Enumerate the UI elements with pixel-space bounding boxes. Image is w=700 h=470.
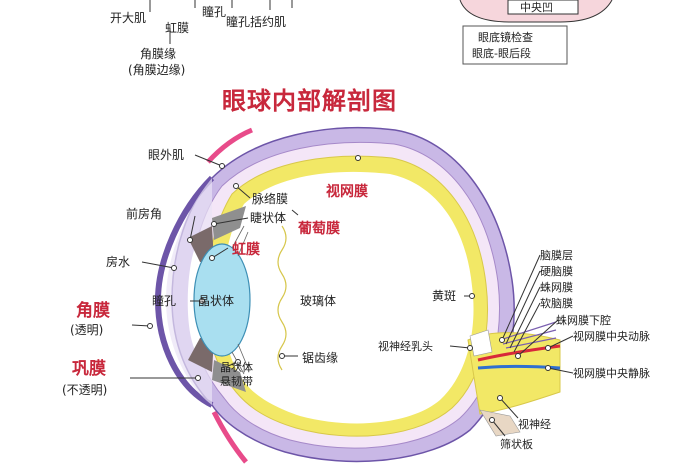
fundus-box: 中央凹 眼底镜检查 眼底-眼后段 bbox=[459, 0, 613, 65]
label-central-retinal-vein: 视网膜中央静脉 bbox=[573, 366, 650, 380]
diagram-title: 眼球内部解剖图 bbox=[222, 87, 397, 115]
label-macula: 黄斑 bbox=[432, 289, 456, 303]
label-ophthalmoscopy: 眼底镜检查 bbox=[478, 30, 533, 44]
label-iris: 虹膜 bbox=[232, 241, 260, 258]
label-sclera: 巩膜 bbox=[72, 358, 106, 379]
label-sphincter-muscle: 瞳孔括约肌 bbox=[226, 14, 286, 29]
label-retina: 视网膜 bbox=[326, 183, 368, 200]
label-subarachnoid-space: 蛛网膜下腔 bbox=[556, 313, 611, 327]
label-sclera-note: (不透明) bbox=[62, 383, 107, 397]
top-iris-fragment: 开大肌 虹膜 瞳孔 瞳孔括约肌 角膜缘 (角膜边缘) bbox=[110, 0, 293, 77]
label-cornea: 角膜 bbox=[76, 300, 110, 321]
label-zonule-1: 晶状体 bbox=[220, 360, 253, 374]
label-arachnoid: 蛛网膜 bbox=[540, 280, 573, 294]
label-cornea-note: (透明) bbox=[70, 323, 103, 337]
label-optic-nerve: 视神经 bbox=[518, 417, 551, 431]
label-aqueous-humor: 房水 bbox=[106, 254, 130, 269]
label-fundus-posterior: 眼底-眼后段 bbox=[472, 46, 531, 60]
label-dura-mater: 硬脑膜 bbox=[540, 265, 573, 278]
label-lamina-cribrosa: 筛状板 bbox=[500, 437, 533, 451]
label-central-retinal-artery: 视网膜中央动脉 bbox=[573, 329, 650, 343]
label-limbus-note: (角膜边缘) bbox=[128, 63, 185, 77]
label-meningeal-layer: 脑膜层 bbox=[540, 249, 573, 262]
label-extraocular-muscle: 眼外肌 bbox=[148, 148, 184, 162]
label-vitreous: 玻璃体 bbox=[300, 294, 336, 308]
label-uvea: 葡萄膜 bbox=[297, 220, 340, 237]
leaders bbox=[130, 154, 574, 437]
label-zonule-2: 悬韧带 bbox=[220, 375, 253, 388]
label-ora-serrata: 锯齿缘 bbox=[302, 350, 338, 365]
label-choroid: 脉络膜 bbox=[252, 191, 288, 206]
label-anterior-chamber-angle: 前房角 bbox=[126, 206, 162, 221]
label-pia-mater: 软脑膜 bbox=[540, 296, 573, 310]
eyeball bbox=[154, 127, 561, 464]
label-optic-disc: 视神经乳头 bbox=[378, 339, 433, 353]
label-pupil: 瞳孔 bbox=[152, 293, 176, 308]
label-lens: 晶状体 bbox=[198, 294, 234, 308]
label-fovea: 中央凹 bbox=[520, 1, 553, 14]
lens-shape bbox=[193, 243, 251, 357]
label-limbus: 角膜缘 bbox=[140, 47, 176, 61]
label-dilator-muscle: 开大肌 bbox=[110, 11, 146, 25]
label-pupil-top: 瞳孔 bbox=[202, 4, 226, 19]
label-iris-top: 虹膜 bbox=[165, 21, 189, 35]
label-ciliary-body: 睫状体 bbox=[250, 211, 286, 225]
